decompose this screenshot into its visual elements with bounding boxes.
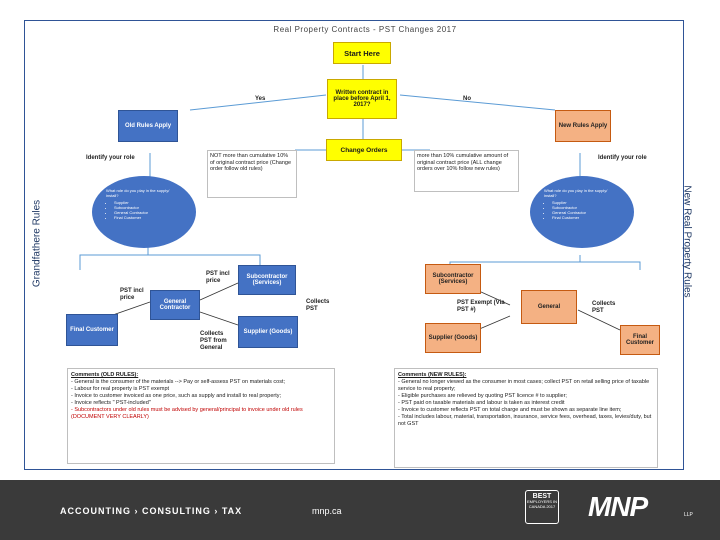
footer-tagline: ACCOUNTING › CONSULTING › TAX	[60, 506, 243, 516]
old-comment-line: - General is the consumer of the materia…	[71, 379, 286, 385]
not-more-than-10-note: NOT more than cumulative 10% of original…	[207, 150, 297, 198]
new-comment-line: - Eligible purchases are relieved by quo…	[398, 393, 567, 399]
right-role-circle: What role do you play in the supply/ ins…	[530, 176, 634, 248]
right-collects-pst: Collects PST	[592, 301, 616, 314]
diagram-frame	[24, 20, 684, 470]
no-label: No	[463, 96, 471, 102]
right-role-item: General Contractor	[552, 210, 620, 215]
written-contract-node: Written contract in place before April 1…	[327, 79, 397, 119]
new-comment-line: - PST paid on taxable materials and labo…	[398, 400, 565, 406]
old-rules-node: Old Rules Apply	[118, 110, 178, 142]
left-role-heading: What role do you play in the supply/ ins…	[106, 188, 170, 198]
old-comment-line: - Invoice reflects " PST-included"	[71, 400, 151, 406]
more-than-10-note: more than 10% cumulative amount of origi…	[414, 150, 519, 192]
right-subcontractor-node: Subcontractor (Services)	[425, 264, 481, 294]
mnp-llp: LLP	[684, 512, 693, 518]
badge-title: BEST	[532, 493, 552, 500]
left-role-item: Final Customer	[114, 215, 182, 220]
pst-exempt-label: PST Exempt (Via PST #)	[457, 300, 505, 313]
pst-incl-price-left: PST incl price	[120, 288, 144, 301]
badge-subtitle: EMPLOYERS IN CANADA 2017	[526, 499, 557, 509]
yes-label: Yes	[255, 96, 266, 102]
left-collects-from-general: Collects PST from General	[200, 331, 227, 351]
old-comment-line: - Labour for real property is PST exempt	[71, 386, 170, 392]
mnp-logo: MNP	[588, 491, 648, 522]
left-role-item: Supplier	[114, 200, 182, 205]
old-comment-warning: - Subcontractors under old rules must be…	[71, 407, 303, 420]
right-supplier-node: Supplier (Goods)	[425, 323, 481, 353]
change-orders-node: Change Orders	[326, 139, 402, 161]
left-collects-pst: Collects PST	[306, 299, 330, 312]
old-comments-heading: Comments (OLD RULES):	[71, 372, 139, 378]
slide-title: Real Property Contracts - PST Changes 20…	[273, 25, 457, 34]
footer-bar	[0, 480, 720, 540]
new-rules-node: New Rules Apply	[555, 110, 611, 142]
footer-site: mnp.ca	[312, 506, 342, 516]
left-role-item: General Contractor	[114, 210, 182, 215]
left-subcontractor-node: Subcontractor (Services)	[238, 265, 296, 295]
pst-incl-price-top: PST incl price	[206, 271, 230, 284]
new-comment-line: - General no longer viewed as the consum…	[398, 379, 650, 392]
new-rules-comments: Comments (NEW RULES): - General no longe…	[394, 368, 658, 468]
left-general-node: General Contractor	[150, 290, 200, 320]
left-final-customer-node: Final Customer	[66, 314, 118, 346]
right-role-item: Supplier	[552, 200, 620, 205]
new-comment-line: - Invoice to customer reflects PST on to…	[398, 407, 622, 413]
identify-role-left: Identify your role	[86, 155, 135, 161]
right-general-node: General	[521, 290, 577, 324]
old-comment-line: - Invoice to customer invoiced as one pr…	[71, 393, 282, 399]
right-role-heading: What role do you play in the supply/ ins…	[544, 188, 608, 198]
right-role-item: Subcontractor	[552, 205, 620, 210]
left-role-item: Subcontractor	[114, 205, 182, 210]
left-supplier-node: Supplier (Goods)	[238, 316, 298, 348]
right-final-customer-node: Final Customer	[620, 325, 660, 355]
start-node: Start Here	[333, 42, 391, 64]
new-comments-heading: Comments (NEW RULES):	[398, 372, 467, 378]
identify-role-right: Identify your role	[598, 155, 647, 161]
new-comment-line: - Total includes labour, material, trans…	[398, 414, 652, 427]
best-employers-badge: BEST EMPLOYERS IN CANADA 2017	[525, 490, 559, 524]
old-rules-comments: Comments (OLD RULES): - General is the c…	[67, 368, 335, 464]
left-role-circle: What role do you play in the supply/ ins…	[92, 176, 196, 248]
right-role-item: Final Customer	[552, 215, 620, 220]
